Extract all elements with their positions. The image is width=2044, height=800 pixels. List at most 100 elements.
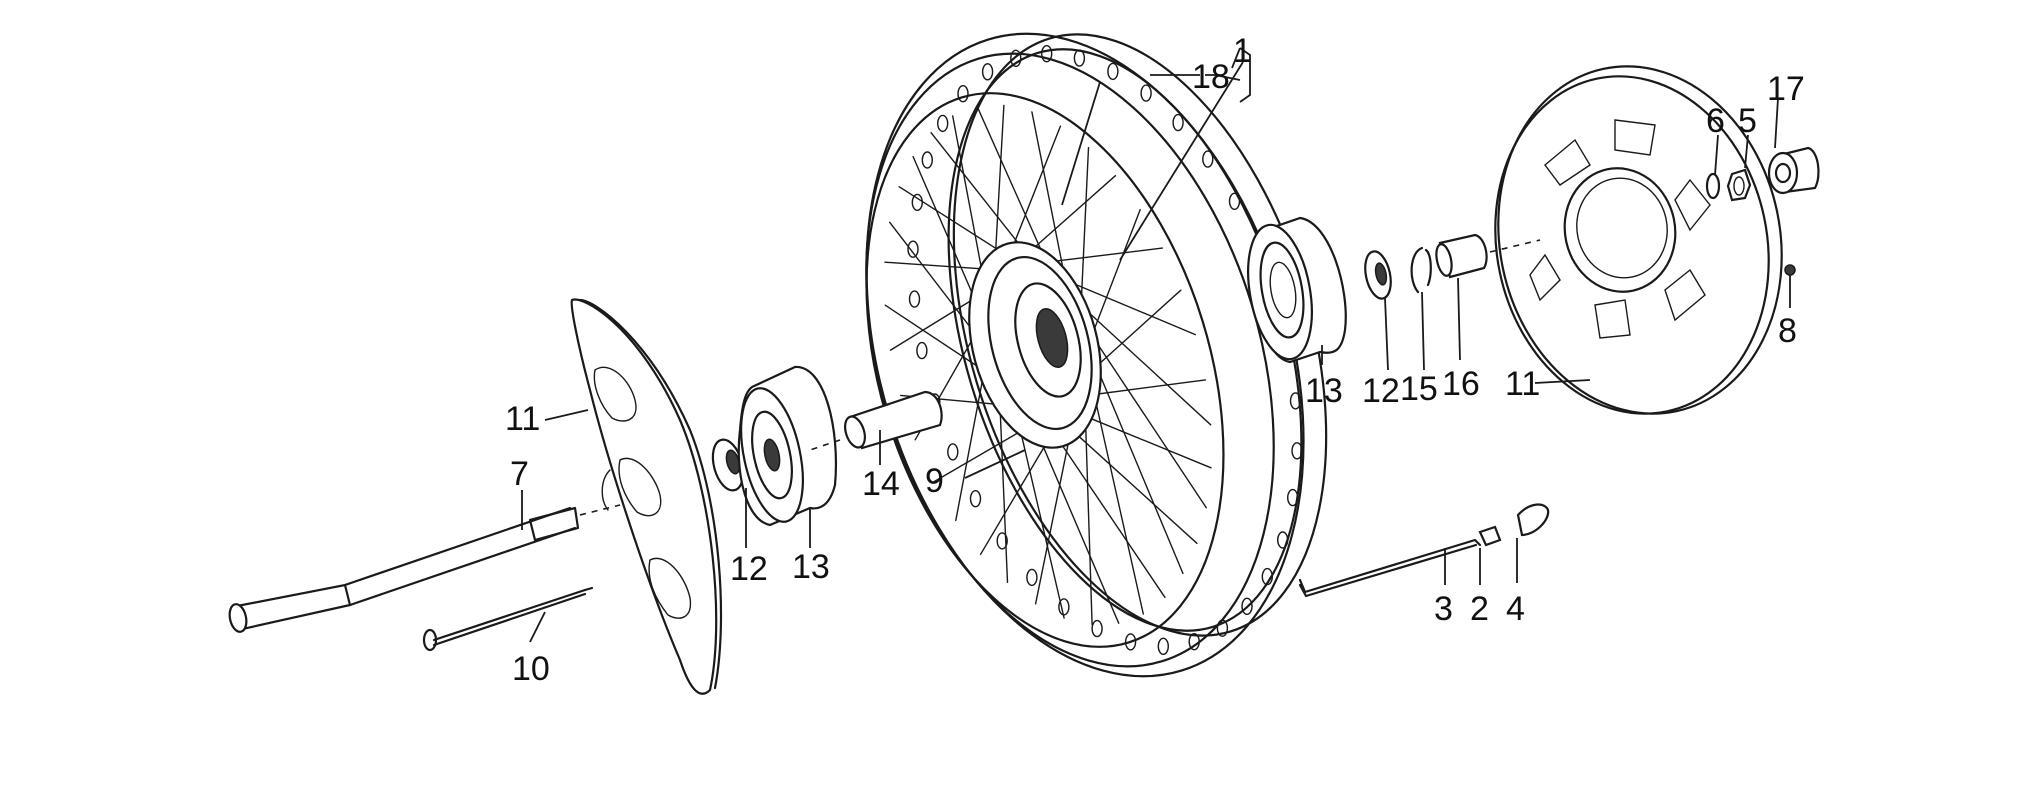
callout-12-right: 12 (1362, 372, 1400, 410)
spoke (930, 131, 1028, 255)
spacer-tube (809, 390, 943, 451)
callout-1: 1 (1233, 32, 1252, 70)
callout-numbers: 1 18 17 6 5 8 13 12 15 16 11 11 7 12 13 … (505, 32, 1805, 688)
callout-9: 9 (925, 462, 944, 500)
spoke (1080, 146, 1090, 307)
spoke-hole (1010, 49, 1022, 67)
brake-disc-right (1494, 65, 1783, 415)
spoke-hole (1188, 633, 1200, 651)
callout-17: 17 (1767, 70, 1805, 108)
spoke-hole (1202, 150, 1214, 168)
spoke (1031, 111, 1067, 281)
spoke (1034, 428, 1072, 605)
spoke (1045, 247, 1164, 263)
spoke (993, 104, 1005, 271)
spoke (1014, 405, 1065, 619)
spoke-hole (981, 63, 994, 81)
spoke-hole (969, 490, 982, 508)
spoke-hole (1124, 633, 1137, 651)
spoke-hole (1040, 45, 1053, 63)
spoke-hole (1091, 619, 1103, 638)
callout-15: 15 (1400, 370, 1438, 408)
spoke-hole (1286, 488, 1299, 507)
hub-housing-right (1247, 216, 1347, 364)
spoke-hole (957, 84, 969, 103)
spoke-hole (908, 290, 921, 308)
spoke (1091, 334, 1208, 509)
spoke-nipple-set (1298, 503, 1550, 598)
spoke (1080, 304, 1212, 426)
spoke (979, 431, 1054, 555)
spindle-rod (422, 586, 594, 652)
spoke-hole (1261, 567, 1274, 586)
brake-disc-left (570, 298, 723, 695)
spoke (1093, 379, 1207, 396)
spoke (1095, 365, 1184, 575)
callout-13-right: 13 (1305, 372, 1343, 410)
callout-18: 18 (1192, 58, 1230, 96)
callout-5: 5 (1738, 102, 1757, 140)
hub-housing-left (737, 365, 838, 527)
spoke-hole (1026, 568, 1038, 587)
callout-11-right: 11 (1505, 365, 1540, 403)
spoke (1095, 289, 1182, 368)
spoke (1052, 431, 1166, 598)
axle (228, 504, 621, 633)
spoke-hole (1107, 62, 1119, 81)
nut (1726, 168, 1752, 202)
bearing-left (711, 438, 745, 492)
small-bolt (1784, 264, 1796, 308)
circlip (1410, 246, 1432, 294)
spoke (1064, 279, 1197, 336)
spoke-hole (1228, 192, 1241, 211)
spoke-hole (1157, 637, 1170, 655)
spoke-hole (1289, 392, 1302, 410)
callout-3: 3 (1434, 590, 1453, 628)
callout-6: 6 (1706, 102, 1725, 140)
spoke (1032, 423, 1120, 624)
callout-11-left: 11 (505, 400, 540, 438)
callout-leaders (521, 47, 1779, 643)
callout-12-left: 12 (730, 550, 768, 588)
spoke (1084, 415, 1212, 469)
spoke-hole (1276, 531, 1289, 549)
bearing-right (1364, 250, 1392, 300)
callout-13-left: 13 (792, 548, 830, 586)
washer (1705, 172, 1721, 200)
spoke (1070, 428, 1198, 544)
spoke-hole (1140, 84, 1152, 102)
callout-10: 10 (512, 650, 550, 688)
callout-7: 7 (510, 455, 529, 493)
right-spacer (1435, 233, 1541, 279)
spoke-hole (916, 341, 928, 360)
spoke-hole (1291, 442, 1303, 460)
spoke-hole (911, 193, 923, 212)
spoke-hole (937, 114, 949, 133)
spoke-hole (947, 443, 959, 461)
spoke (1091, 208, 1141, 337)
callout-16: 16 (1442, 365, 1480, 403)
spoke (1026, 174, 1117, 255)
spoke-hole (1073, 49, 1086, 67)
spoke (952, 115, 987, 293)
callout-14: 14 (862, 465, 900, 503)
callout-2: 2 (1470, 590, 1489, 628)
spoke (1008, 125, 1062, 258)
wheel-hub (968, 241, 1102, 449)
spoke (976, 106, 1048, 263)
spoke (1084, 415, 1093, 626)
callout-4: 4 (1506, 590, 1525, 628)
spoke-hole (1172, 113, 1184, 132)
axle-cap (1767, 146, 1820, 195)
spoke-hole (1216, 619, 1229, 637)
spoke-hole (907, 240, 919, 258)
spoke (898, 185, 1010, 258)
spoke-hole (996, 532, 1008, 550)
spoke (884, 261, 996, 271)
spoke (1093, 393, 1145, 615)
rim-spoke-holes (907, 45, 1303, 655)
callout-8: 8 (1778, 312, 1797, 350)
spoke-hole (1241, 597, 1253, 615)
spoke-hole (921, 151, 933, 169)
